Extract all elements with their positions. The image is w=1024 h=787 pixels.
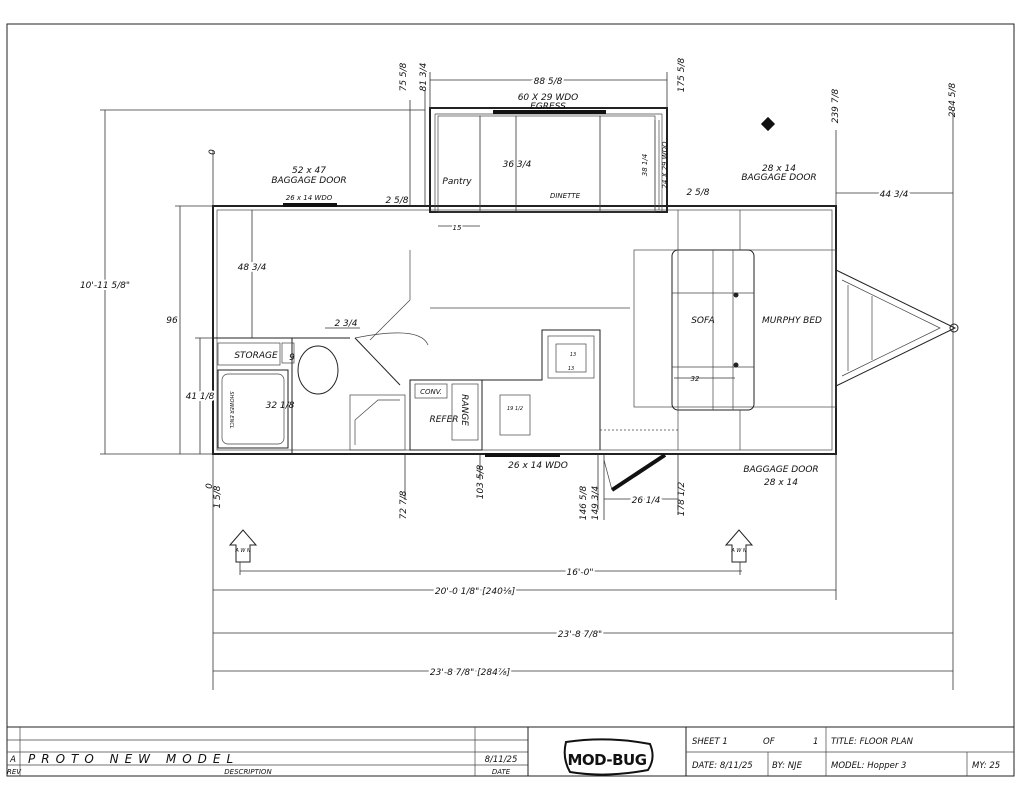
- sink-dim2-label: 13: [568, 366, 574, 372]
- dim-146-5-8: 146 5/8: [579, 485, 589, 520]
- of-label: OF: [763, 737, 775, 747]
- wdo-rear-label: 26 x 14 WDO: [508, 461, 568, 471]
- dim-44-3-4: 44 3/4: [880, 190, 909, 200]
- modbug-logo: MOD-BUG: [563, 738, 654, 776]
- svg-text:MOD-BUG: MOD-BUG: [567, 751, 646, 769]
- toilet-dim-label: 9: [289, 353, 295, 363]
- date-label: DATE: 8/11/25: [692, 761, 753, 771]
- counter-dim-label: 19 1/2: [507, 406, 523, 412]
- dim-2-5-8-b: 2 5/8: [686, 188, 709, 198]
- baggage-door-left-size: 52 x 47: [292, 166, 326, 176]
- sheet-label: SHEET 1: [692, 737, 728, 747]
- rev-date: 8/11/25: [485, 755, 518, 765]
- bathroom-area: STORAGE 9 SHOWER ENCL 32 1/8: [213, 250, 429, 454]
- dim-23-8-b: 23'-8 7/8" [284⅞]: [430, 668, 511, 678]
- dim-103-5-8: 103 5/8: [476, 464, 486, 499]
- wdo-front-left-label: 26 x 14 WDO: [286, 194, 333, 202]
- dimension-lines: [100, 72, 954, 690]
- title-block: A PROTO NEW MODEL 8/11/25 REV DESCRIPTIO…: [7, 726, 1014, 776]
- dim-48-3-4: 48 3/4: [238, 263, 267, 273]
- dim-0-top: 0: [208, 149, 218, 155]
- baggage-door-bottom-size: 28 x 14: [764, 478, 798, 488]
- dim-0-bot: 0: [205, 483, 215, 489]
- range-label: RANGE: [459, 394, 469, 426]
- dinette-area: Pantry DINETTE 36 3/4 24 X 29 WDO 38 1/4…: [437, 93, 669, 213]
- dim-2-3-4: 2 3/4: [334, 319, 357, 329]
- dim-2-5-8-a: 2 5/8: [385, 196, 408, 206]
- dim-10-11: 10'-11 5/8": [80, 281, 130, 291]
- refer-label: REFER: [429, 415, 458, 425]
- model-label: MODEL: Hopper 3: [831, 761, 906, 771]
- title-label: TITLE: FLOOR PLAN: [831, 737, 914, 747]
- dim-72-7-8: 72 7/8: [399, 490, 409, 519]
- dim-178-1-2: 178 1/2: [677, 481, 687, 516]
- dim-20-0: 20'-0 1/8" [240⅛]: [435, 587, 516, 597]
- side-wdo-label: 24 X 29 WDO: [661, 141, 669, 189]
- dim-96: 96: [166, 316, 178, 326]
- dinette-width-label: 36 3/4: [503, 160, 532, 170]
- sheet-total: 1: [813, 737, 818, 747]
- dim-239-7-8: 239 7/8: [831, 88, 841, 123]
- dim-81-3-4: 81 3/4: [419, 62, 429, 91]
- baggage-door-right-label: BAGGAGE DOOR: [741, 173, 816, 183]
- sink-dim-label: 13: [570, 352, 576, 358]
- trailer-shell: [212, 107, 959, 455]
- awning-marker-2: A W N: [724, 529, 754, 575]
- kitchen-area: CONV. REFER RANGE 13 13 19 1/2: [349, 307, 680, 492]
- svg-text:A W N: A W N: [234, 548, 251, 554]
- shower-dim-label: 32 1/8: [266, 401, 295, 411]
- dim-41-1-8: 41 1/8: [186, 392, 215, 402]
- north-marker: [760, 116, 776, 132]
- sofa-label: SOFA: [691, 316, 715, 326]
- baggage-door-left-label: BAGGAGE DOOR: [271, 176, 346, 186]
- awning-marker-1: A W N: [228, 529, 258, 575]
- dim-23-8-a: 23'-8 7/8": [558, 630, 602, 640]
- dinette-label: DINETTE: [550, 192, 581, 200]
- dim-175-5-8: 175 5/8: [677, 57, 687, 92]
- conv-label: CONV.: [420, 388, 442, 396]
- baggage-door-right-size: 28 x 14: [762, 164, 796, 174]
- storage-label: STORAGE: [234, 351, 278, 361]
- rev-description: PROTO NEW MODEL: [28, 752, 239, 766]
- egress-label: EGRESS: [530, 102, 566, 112]
- date-header: DATE: [492, 768, 511, 776]
- svg-text:A W N: A W N: [730, 548, 747, 554]
- by-label: BY: NJE: [772, 761, 803, 771]
- dim-26-1-4: 26 1/4: [632, 496, 661, 506]
- description-header: DESCRIPTION: [224, 768, 272, 776]
- egress-wdo-label: 60 X 29 WDO: [518, 93, 579, 103]
- rev-header: REV: [7, 768, 22, 776]
- pantry-label: Pantry: [442, 177, 472, 187]
- my-label: MY: 25: [972, 761, 1000, 771]
- dim-88-5-8: 88 5/8: [534, 77, 563, 87]
- rev-letter: A: [9, 755, 16, 765]
- dim-149-3-4: 149 3/4: [591, 485, 601, 520]
- baggage-door-bottom-label: BAGGAGE DOOR: [743, 465, 818, 475]
- murphy-bed-label: MURPHY BED: [762, 316, 822, 326]
- shower-label: SHOWER ENCL: [228, 391, 234, 428]
- sofa-murphy-area: SOFA MURPHY BED 32: [633, 210, 837, 450]
- sheet-border: [6, 23, 1015, 777]
- sofa-width-label: 32: [691, 375, 700, 383]
- dim-1-5-8: 1 5/8: [213, 485, 223, 508]
- dim-16-0: 16'-0": [566, 568, 593, 578]
- dim-284-5-8: 284 5/8: [948, 82, 958, 117]
- dim-75-5-8: 75 5/8: [399, 62, 409, 91]
- side-wdo-dim-label: 38 1/4: [641, 154, 649, 176]
- dim-15: 15: [453, 224, 462, 232]
